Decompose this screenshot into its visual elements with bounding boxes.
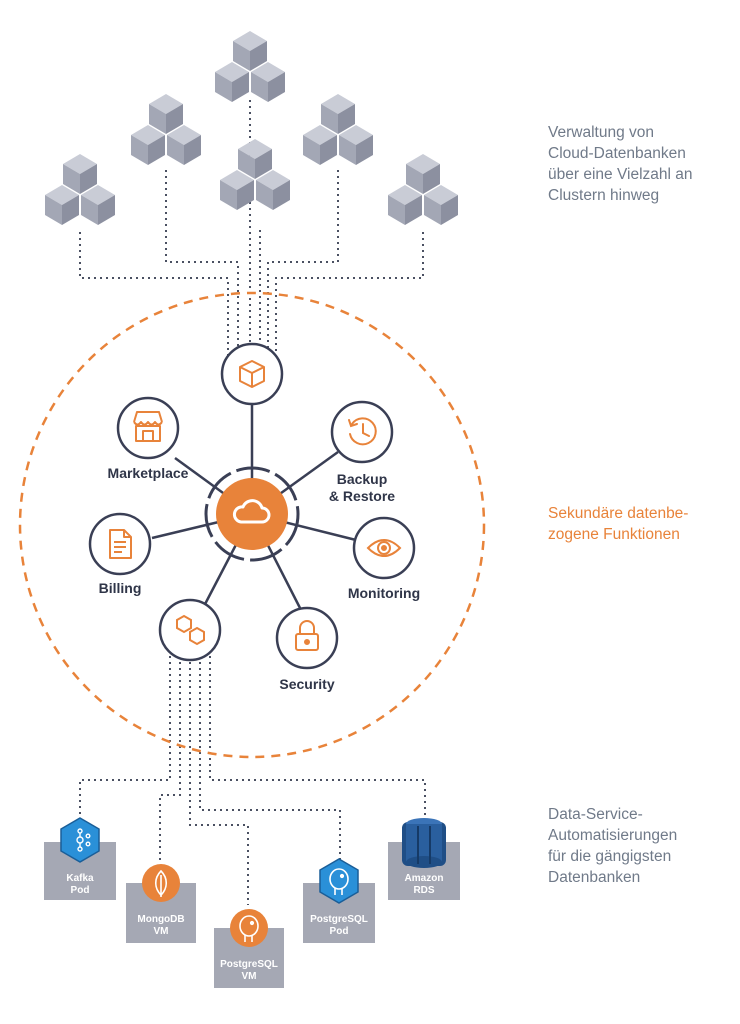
mongodb-label-2: VM bbox=[154, 926, 169, 937]
amazon-rds-label-2: RDS bbox=[413, 885, 434, 896]
store-icon bbox=[133, 411, 163, 442]
top-connectors bbox=[79, 100, 424, 362]
hub-ring bbox=[204, 466, 300, 562]
hexagons-icon bbox=[176, 614, 205, 646]
billing-node: Billing bbox=[88, 512, 152, 596]
kafka-icon bbox=[76, 828, 91, 852]
postgresql-elephant-icon bbox=[329, 868, 349, 895]
marketplace-node: Marketplace bbox=[108, 396, 189, 481]
kafka-label-2: Pod bbox=[71, 885, 90, 896]
postgresql-pod: PostgreSQL Pod bbox=[303, 858, 375, 943]
postgresql-pod-label-1: PostgreSQL bbox=[310, 914, 368, 925]
amazon-rds: Amazon RDS bbox=[388, 818, 460, 900]
eye-icon bbox=[366, 539, 402, 557]
box-icon bbox=[239, 360, 265, 388]
postgresql-vm: PostgreSQL VM bbox=[214, 909, 284, 988]
security-label: Security bbox=[279, 676, 334, 692]
security-node: Security bbox=[275, 606, 339, 692]
text-line: Cloud-Datenbanken bbox=[548, 145, 686, 162]
text-line: zogene Funktionen bbox=[548, 526, 680, 543]
amazon-rds-icon bbox=[402, 818, 446, 868]
top-node bbox=[220, 342, 284, 406]
center-hub bbox=[216, 478, 288, 550]
kafka-pod: Kafka Pod bbox=[44, 817, 116, 900]
cube-cluster-icon bbox=[388, 154, 458, 225]
cube-cluster-icon bbox=[303, 94, 373, 165]
mongodb-vm: MongoDB VM bbox=[126, 864, 196, 943]
postgresql-pod-label-2: Pod bbox=[330, 926, 349, 937]
text-line: Data-Service- bbox=[548, 806, 643, 823]
data-service-automation-text: Data-Service- Automatisierungen für die … bbox=[548, 804, 677, 888]
text-line: Automatisierungen bbox=[548, 827, 678, 844]
postgresql-vm-label-2: VM bbox=[242, 971, 257, 982]
monitoring-node: Monitoring bbox=[348, 516, 420, 601]
monitoring-label: Monitoring bbox=[348, 585, 420, 601]
backup-label: Backup bbox=[337, 471, 388, 487]
cube-cluster-icon bbox=[45, 154, 115, 225]
bottom-connectors bbox=[79, 656, 426, 905]
text-line: Verwaltung von bbox=[548, 124, 654, 141]
cluster-management-text: Verwaltung von Cloud-Datenbanken über ei… bbox=[548, 122, 693, 206]
text-line: für die gängigsten bbox=[548, 848, 672, 865]
postgresql-elephant-icon bbox=[239, 915, 259, 942]
cloud-icon bbox=[232, 499, 271, 524]
amazon-rds-label-1: Amazon bbox=[405, 873, 444, 884]
cube-cluster-icon bbox=[215, 31, 285, 102]
cube-cluster-icon bbox=[220, 139, 290, 210]
postgresql-vm-label-1: PostgreSQL bbox=[220, 959, 278, 970]
marketplace-label: Marketplace bbox=[108, 465, 189, 481]
cube-cluster-icon bbox=[131, 94, 201, 165]
text-line: Clustern hinweg bbox=[548, 187, 660, 204]
lock-icon bbox=[295, 620, 319, 651]
text-line: Datenbanken bbox=[548, 869, 641, 886]
kafka-label-1: Kafka bbox=[66, 873, 94, 884]
text-line: Sekundäre datenbe- bbox=[548, 505, 689, 522]
secondary-functions-boundary bbox=[18, 291, 486, 759]
backup-restore-node: Backup & Restore bbox=[329, 400, 395, 504]
mongodb-leaf-icon bbox=[154, 869, 168, 897]
text-line: über eine Vielzahl an bbox=[548, 166, 693, 183]
restore-label: & Restore bbox=[329, 488, 395, 504]
secondary-functions-text: Sekundäre datenbe- zogene Funktionen bbox=[548, 503, 688, 545]
clock-icon bbox=[348, 417, 377, 446]
mongodb-label-1: MongoDB bbox=[137, 914, 184, 925]
bottom-node bbox=[158, 598, 222, 662]
billing-label: Billing bbox=[99, 580, 142, 596]
invoice-icon bbox=[109, 529, 132, 559]
